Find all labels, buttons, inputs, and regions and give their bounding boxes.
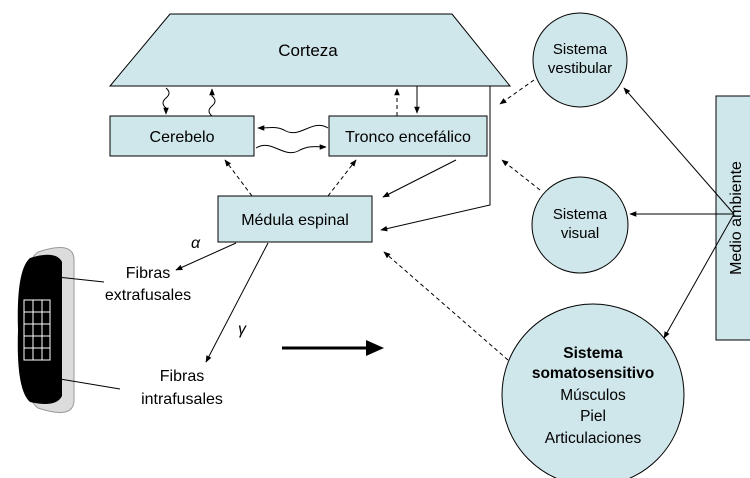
- arrow-cerebellum-brainstem: [255, 144, 327, 153]
- intrafusal-label-1: Fibras: [160, 368, 204, 385]
- alpha-label: α: [191, 235, 201, 252]
- brainstem-box: [328, 115, 488, 157]
- arrow-spinal-extrafusal: [175, 242, 237, 271]
- cerebellum-label: Cerebelo: [150, 129, 215, 146]
- gamma-label: γ: [238, 321, 247, 338]
- cortex-shape: [108, 13, 512, 87]
- somatosensory-item-skin: Piel: [580, 408, 606, 425]
- extrafusal-label-1: Fibras: [126, 265, 170, 282]
- muscle-spindle-illustration: [17, 247, 121, 413]
- vestibular-label-2: vestibular: [548, 60, 612, 77]
- somatosensory-item-muscles: Músculos: [560, 387, 626, 404]
- vestibular-label-1: Sistema: [553, 41, 608, 58]
- arrow-cortex-spinal: [380, 86, 491, 232]
- spinal-cord-box: [217, 195, 373, 243]
- environment-box: [715, 95, 750, 341]
- bold-arrow-head: [366, 340, 384, 356]
- intrafusal-label-2: intrafusales: [141, 391, 223, 408]
- arrow-cerebellum-cortex: [208, 88, 216, 117]
- visual-circle: [531, 176, 629, 274]
- somatosensory-title-1: Sistema: [563, 345, 623, 362]
- arrow-visual-brainstem: [501, 159, 541, 191]
- arrow-spinal-intrafusal: [205, 242, 269, 363]
- somatosensory-circle: [501, 303, 685, 478]
- visual-label-1: Sistema: [553, 206, 608, 223]
- brainstem-label: Tronco encefálico: [345, 129, 471, 146]
- somatosensory-title-2: somatosensitivo: [532, 365, 654, 382]
- spinal-cord-label: Médula espinal: [241, 212, 349, 229]
- arrow-brainstem-spinal: [382, 159, 457, 198]
- extrafusal-label-2: extrafusales: [105, 287, 191, 304]
- arrow-brainstem-cerebellum: [257, 125, 329, 133]
- arrow-somato-spinal: [383, 251, 509, 361]
- arrow-spinal-brainstem: [327, 159, 357, 197]
- arrow-env-somato: [663, 213, 735, 339]
- cerebellum-box: [109, 115, 255, 157]
- vestibular-circle: [532, 12, 628, 108]
- arrow-spinal-cerebellum: [224, 159, 253, 197]
- arrow-env-vestibular: [623, 87, 735, 215]
- environment-label: Medio ambiente: [728, 161, 745, 275]
- visual-label-2: visual: [561, 225, 599, 242]
- somatosensory-item-joints: Articulaciones: [545, 430, 642, 447]
- cortex-label: Corteza: [278, 41, 338, 60]
- arrow-cortex-cerebellum: [162, 87, 170, 115]
